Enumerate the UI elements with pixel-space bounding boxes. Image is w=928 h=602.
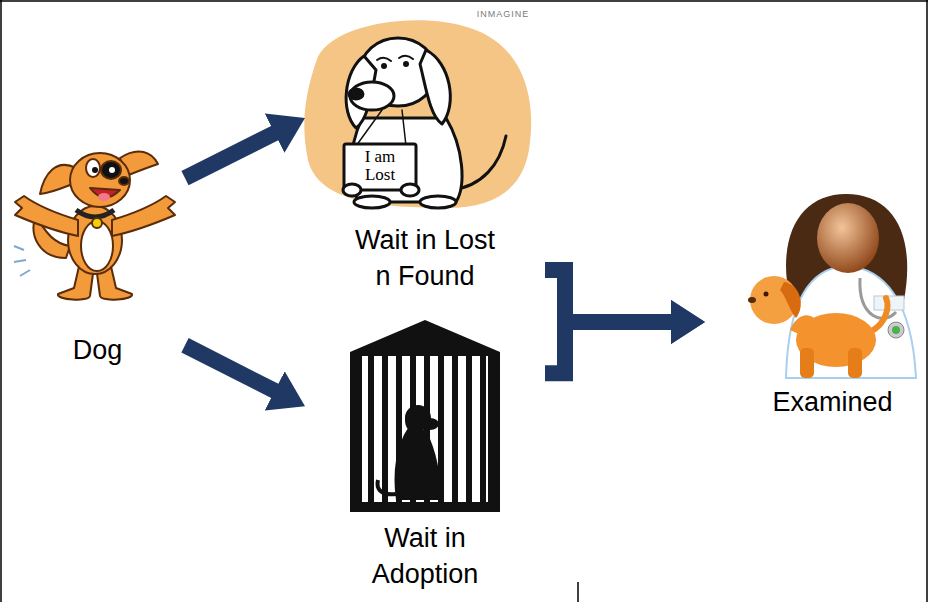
veterinarian-illustration-part <box>800 348 814 378</box>
watermark: INMAGINE <box>472 9 534 19</box>
happy-dog-illustration-part <box>68 206 122 274</box>
frame-part <box>0 0 928 2</box>
happy-dog-illustration-part <box>70 153 130 207</box>
illustrated-node: Wait in Lost n Found <box>305 6 545 296</box>
veterinarian-illustration-part <box>892 326 900 334</box>
kennel-icon-part-part <box>466 356 472 502</box>
kennel-icon-part-part <box>405 410 415 430</box>
node-caption: Wait in Lost n Found <box>348 222 503 294</box>
kennel-icon-part-part <box>395 428 441 500</box>
node-caption: Examined <box>772 384 892 420</box>
veterinarian-illustration-part <box>817 203 879 273</box>
veterinarian-illustration-part <box>786 266 916 378</box>
kennel-icon-part-part <box>378 480 396 494</box>
lost-dog-illustration-part-part <box>354 196 390 208</box>
illustrated-node: Wait in Adoption <box>305 318 545 594</box>
veterinarian-illustration-part <box>748 297 756 303</box>
lost-dog-illustration <box>304 20 531 208</box>
lost-dog-illustration-part <box>343 38 506 208</box>
kennel-icon-part-part <box>480 356 486 502</box>
happy-dog-illustration-part <box>98 193 110 201</box>
node-caption: Wait in Adoption <box>348 520 503 592</box>
veterinarian-illustration-part <box>780 282 801 318</box>
lost-dog-illustration-part-part <box>349 89 363 99</box>
sign-text: I am Lost <box>350 148 410 184</box>
flow-arrow <box>185 131 278 178</box>
lost-dog-illustration-part-part <box>403 61 409 67</box>
happy-dog-illustration-part <box>92 167 98 173</box>
happy-dog-illustration-part <box>119 177 129 185</box>
happy-dog-illustration-part <box>14 246 30 276</box>
kennel-icon-part <box>368 356 486 502</box>
lost-dog-illustration-part-part <box>343 184 361 196</box>
kennel-icon <box>350 320 500 512</box>
happy-dog-illustration-part <box>76 210 114 217</box>
node-caption: Dog <box>73 332 123 368</box>
kennel-icon-part-part <box>421 418 439 430</box>
veterinarian-illustration <box>748 194 916 378</box>
kennel-icon-part-part <box>368 356 374 502</box>
happy-dog-illustration-part <box>92 218 102 228</box>
veterinarian-illustration-part <box>870 298 887 332</box>
lost-dog-illustration-part <box>304 20 531 208</box>
happy-dog-illustration-part <box>101 161 121 179</box>
kennel-icon-part <box>350 320 500 512</box>
happy-dog-illustration-part <box>112 196 175 236</box>
illustrated-node: Examined <box>705 190 920 422</box>
veterinarian-illustration-part <box>790 315 814 340</box>
lost-dog-illustration-part-part <box>401 184 419 196</box>
veterinarian-illustration-part <box>764 292 769 297</box>
lost-dog-illustration-part-part <box>381 63 387 69</box>
flow-arrow <box>545 322 675 373</box>
happy-dog-illustration <box>14 151 175 299</box>
happy-dog-illustration-part <box>86 159 100 177</box>
lost-dog-illustration-part-part <box>350 82 394 110</box>
flow-arrow <box>185 345 278 392</box>
illustrated-node: Dog <box>10 145 185 370</box>
frame-part <box>577 582 579 602</box>
kennel-icon-part <box>362 356 488 502</box>
veterinarian-illustration-part <box>848 348 862 378</box>
lost-dog-illustration-part-part <box>377 56 413 61</box>
veterinarian-illustration-part <box>888 322 904 338</box>
kennel-icon-part-part <box>452 356 458 502</box>
frame-part <box>0 0 2 602</box>
lost-dog-illustration-part-part <box>420 50 450 124</box>
frame-part <box>926 0 928 602</box>
lost-dog-illustration-part-part <box>420 196 456 208</box>
happy-dog-illustration-part <box>15 196 78 236</box>
lost-dog-illustration-part-part <box>356 110 406 146</box>
happy-dog-illustration-part <box>109 167 115 173</box>
kennel-icon-part-part <box>382 356 388 502</box>
